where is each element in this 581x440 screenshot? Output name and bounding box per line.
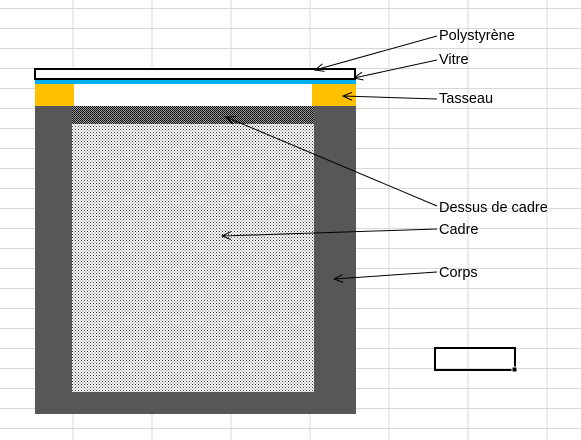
arrow-cadre xyxy=(222,228,438,236)
tasseau-right xyxy=(312,84,356,106)
arrow-polystyrene xyxy=(315,35,438,70)
polystyrene-sheet xyxy=(34,68,356,80)
cadre-frame xyxy=(72,124,314,392)
label-polystyrene: Polystyrène xyxy=(439,28,515,44)
label-tasseau: Tasseau xyxy=(439,91,493,107)
arrow-vitre xyxy=(354,59,438,78)
arrow-tasseau xyxy=(343,96,438,99)
selected-cell[interactable] xyxy=(434,347,516,371)
air-gap xyxy=(74,84,312,106)
arrow-corps xyxy=(334,271,438,279)
arrow-dessus-de-cadre xyxy=(226,117,438,207)
label-dessus-de-cadre: Dessus de cadre xyxy=(439,200,548,216)
vitre-glass xyxy=(35,79,356,84)
tasseau-left xyxy=(35,84,74,106)
dessus-de-cadre xyxy=(72,106,314,124)
cell-fill-handle[interactable] xyxy=(511,366,518,373)
label-cadre: Cadre xyxy=(439,222,479,238)
label-corps: Corps xyxy=(439,265,478,281)
label-vitre: Vitre xyxy=(439,52,469,68)
